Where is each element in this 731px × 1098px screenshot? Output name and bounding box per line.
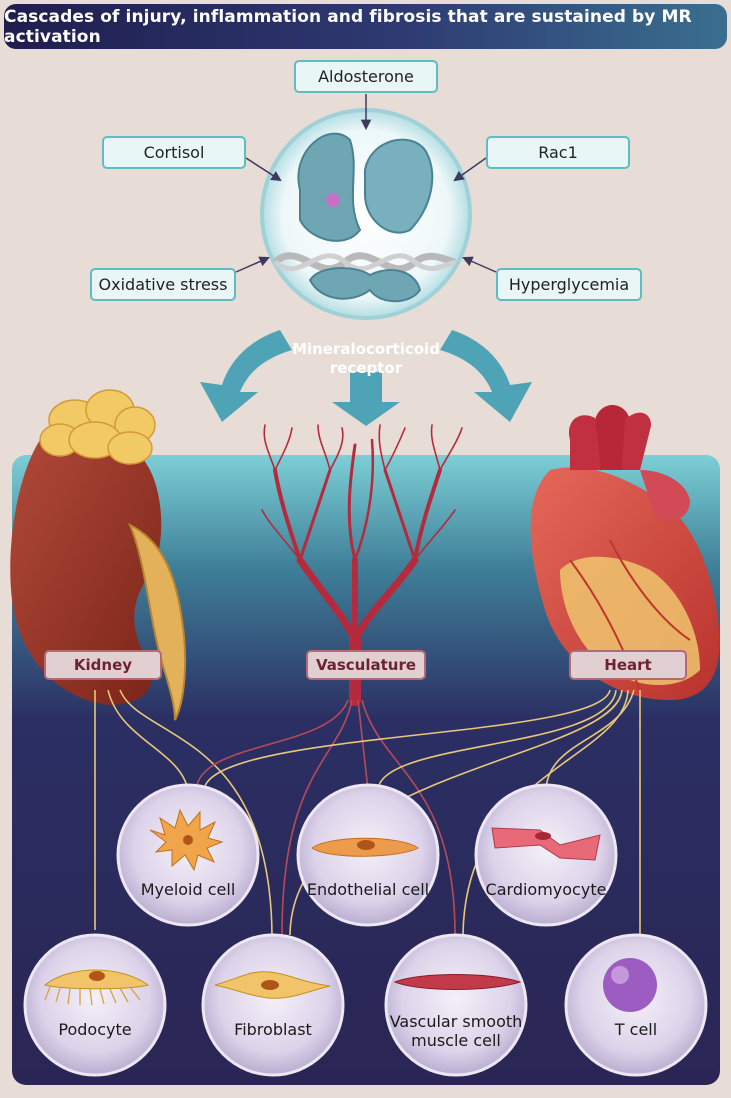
label-oxidative-stress: Oxidative stress — [90, 268, 236, 301]
cell-circle-t-cell — [564, 933, 708, 1077]
cell-circle-podocyte — [23, 933, 167, 1077]
label-kidney: Kidney — [44, 650, 162, 680]
cell-circle-fibroblast — [201, 933, 345, 1077]
label-rac1: Rac1 — [486, 136, 630, 169]
label-t-cell: T cell — [614, 1020, 658, 1039]
receptor-label-line2: receptor — [329, 359, 403, 377]
arrow-oxidative-stress — [235, 256, 270, 273]
mineralocorticoid-receptor-graphic — [260, 108, 472, 320]
label-vsmc-line2: muscle cell — [411, 1031, 501, 1050]
label-podocyte: Podocyte — [58, 1020, 132, 1039]
label-cardiomyocyte: Cardiomyocyte — [485, 880, 607, 899]
arrow-cortisol — [245, 157, 282, 182]
label-endothelial-cell: Endothelial cell — [306, 880, 430, 899]
label-hyperglycemia: Hyperglycemia — [496, 268, 642, 301]
mr-effect-arrows — [200, 330, 532, 426]
diagram-title: Cascades of injury, inflammation and fib… — [4, 4, 727, 49]
label-cortisol: Cortisol — [102, 136, 246, 169]
cell-circle-vascular-smooth-muscle — [384, 933, 528, 1077]
kidney-connection-lines — [94, 689, 273, 936]
cell-circle-myeloid — [116, 783, 260, 927]
arrow-rac1 — [453, 157, 487, 182]
label-vascular-smooth-muscle-cell: Vascular smooth muscle cell — [386, 1012, 526, 1050]
vasculature-connection-lines — [195, 699, 456, 936]
label-heart: Heart — [569, 650, 687, 680]
heart-connection-lines — [203, 689, 641, 936]
receptor-label: Mineralocorticoid receptor — [266, 340, 466, 378]
receptor-label-line1: Mineralocorticoid — [292, 340, 440, 358]
cell-circle-cardiomyocyte — [474, 783, 618, 927]
arrow-hyperglycemia — [462, 256, 497, 273]
cell-circle-endothelial — [296, 783, 440, 927]
label-vasculature: Vasculature — [306, 650, 426, 680]
label-vsmc-line1: Vascular smooth — [389, 1012, 523, 1031]
label-myeloid-cell: Myeloid cell — [140, 880, 236, 899]
kidney-illustration — [10, 389, 187, 721]
label-aldosterone: Aldosterone — [294, 60, 438, 93]
label-fibroblast: Fibroblast — [234, 1020, 312, 1039]
